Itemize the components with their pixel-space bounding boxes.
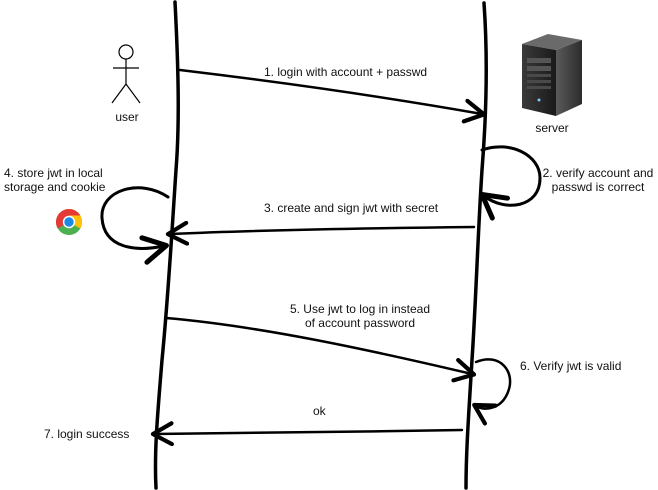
ok-label: ok (313, 404, 326, 418)
server-lifeline (464, 1, 488, 490)
step-2-line-1: 2. verify account and (542, 166, 654, 180)
arrow-ok-response (150, 421, 464, 447)
stick-figure-icon (111, 44, 141, 104)
step-3-label: 3. create and sign jwt with secret (264, 201, 439, 215)
server-tower-icon (522, 34, 582, 116)
loop-store-jwt (100, 186, 170, 265)
step-5-line-1: 5. Use jwt to log in instead (289, 302, 431, 316)
step-4-label: 4. store jwt in local storage and cookie (4, 166, 105, 194)
step-5-line-2: of account password (304, 316, 416, 330)
step-5-label: 5. Use jwt to log in instead of account … (266, 302, 454, 330)
step-6-label: 6. Verify jwt is valid (520, 359, 622, 373)
user-actor-label: user (115, 110, 139, 124)
step-2-label: 2. verify account and passwd is correct (540, 166, 656, 194)
arrow-jwt-login (164, 316, 477, 383)
loop-verify-account (479, 145, 542, 221)
server-actor-label: server (535, 121, 569, 135)
arrow-login-request (178, 68, 487, 124)
loop-verify-jwt (472, 358, 512, 426)
step-4-line-1: 4. store jwt in local (4, 166, 103, 180)
step-4-line-2: storage and cookie (4, 180, 106, 194)
arrow-jwt-response (165, 220, 476, 246)
step-2-line-2: passwd is correct (551, 180, 645, 194)
step-1-label: 1. login with account + passwd (264, 65, 428, 79)
chrome-browser-icon (55, 209, 83, 235)
user-lifeline (153, 0, 180, 490)
step-7-label: 7. login success (44, 427, 130, 441)
